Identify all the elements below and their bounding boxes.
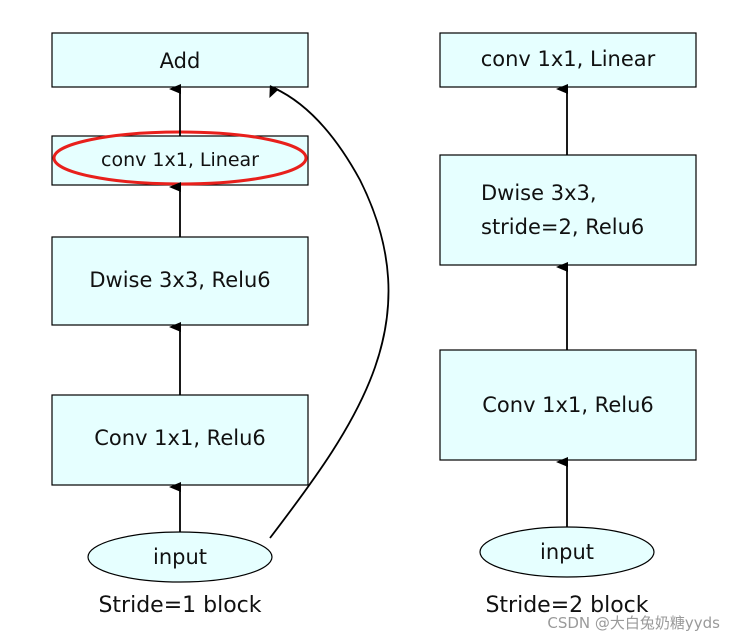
node-dwise-left-label: Dwise 3x3, Relu6 <box>89 268 270 292</box>
node-conv-relu-right: Conv 1x1, Relu6 <box>439 349 697 461</box>
node-conv-relu-left-label: Conv 1x1, Relu6 <box>94 426 266 450</box>
node-input-right: input <box>479 526 655 578</box>
node-dwise-right-label-2: stride=2, Relu6 <box>481 215 644 239</box>
node-conv-linear-right-label: conv 1x1, Linear <box>481 47 656 71</box>
node-conv-linear-right: conv 1x1, Linear <box>439 32 697 88</box>
node-input-left-label: input <box>153 545 207 569</box>
node-add-label: Add <box>160 49 201 73</box>
node-add: Add <box>51 32 309 88</box>
caption-stride2: Stride=2 block <box>485 593 648 618</box>
node-conv-linear-left-label: conv 1x1, Linear <box>101 149 259 171</box>
node-dwise-right-label-1: Dwise 3x3, <box>481 181 597 205</box>
edge-residual-skip <box>269 84 390 539</box>
caption-stride1: Stride=1 block <box>98 593 261 618</box>
node-dwise-left: Dwise 3x3, Relu6 <box>51 236 309 326</box>
node-conv-relu-right-label: Conv 1x1, Relu6 <box>482 393 654 417</box>
node-input-left: input <box>87 531 273 583</box>
watermark-text: CSDN @大白兔奶糖yyds <box>547 614 720 632</box>
node-dwise-right: Dwise 3x3, stride=2, Relu6 <box>439 154 697 266</box>
node-input-right-label: input <box>540 540 594 564</box>
node-conv-relu-left: Conv 1x1, Relu6 <box>51 394 309 486</box>
